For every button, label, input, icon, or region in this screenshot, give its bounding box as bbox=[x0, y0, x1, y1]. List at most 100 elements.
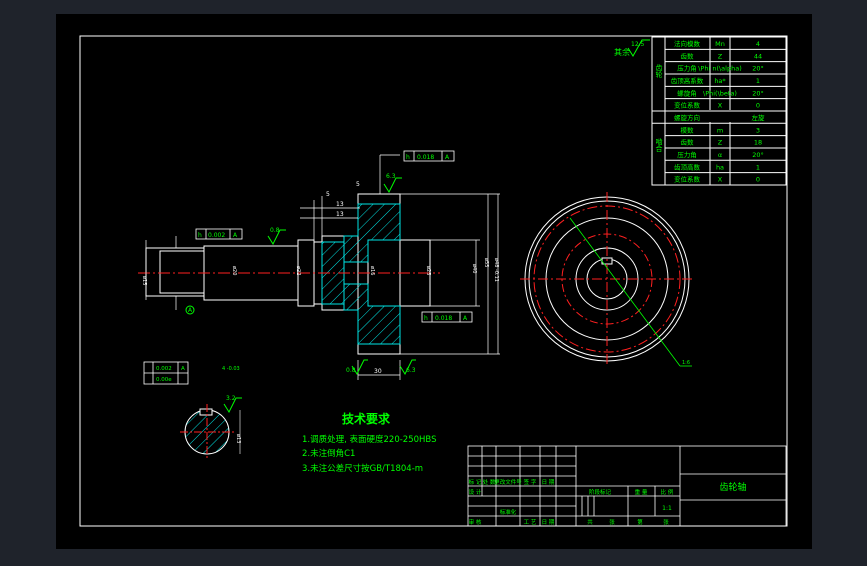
dimension-lines bbox=[145, 154, 500, 380]
part-name: 齿轮轴 bbox=[719, 481, 746, 493]
tol-mid-ref: A bbox=[463, 315, 468, 322]
title-block-label: 日 期 bbox=[542, 519, 555, 526]
surface-mark-symbol bbox=[627, 39, 650, 57]
param-row-symbol: \Phi(\beta) bbox=[703, 89, 737, 97]
tech-item-1: 1.调质处理, 表面硬度220-250HBS bbox=[302, 434, 437, 445]
wheel-label: 1:6 bbox=[682, 360, 690, 366]
dim-d20: ø20 bbox=[231, 266, 237, 275]
param-row-name: 法向模数 bbox=[674, 39, 701, 48]
param-group-gear: 齿轮 bbox=[655, 64, 663, 79]
dim-d15: ø15 bbox=[141, 276, 147, 285]
title-block-label: 张 bbox=[609, 518, 615, 526]
tolerance-frame-left bbox=[195, 228, 243, 240]
param-row-name: 齿顶高系数 bbox=[671, 76, 704, 85]
roughness-symbols bbox=[223, 177, 416, 414]
rough-bot-right: 6.3 bbox=[406, 367, 416, 374]
dim-d25: ø25 bbox=[425, 266, 431, 275]
gear-front-view bbox=[520, 192, 694, 367]
surface-mark-value: 12.5 bbox=[631, 41, 645, 48]
section-rough: 3.2 bbox=[226, 395, 236, 402]
dim-dout: ø55 bbox=[483, 258, 489, 267]
param-row-value: 0 bbox=[756, 102, 760, 110]
title-block-label: 处 数 bbox=[483, 478, 496, 486]
param-row-symbol: X bbox=[718, 176, 723, 184]
param-row-name: 螺旋方向 bbox=[674, 113, 700, 122]
param-row-value: 20° bbox=[752, 65, 764, 73]
section-dim: ø13 bbox=[235, 434, 241, 443]
dim-5b: 5 bbox=[326, 191, 330, 198]
tolerance-frame-top bbox=[403, 150, 455, 162]
param-row-name: 齿数 bbox=[681, 51, 695, 60]
tolerance-frame-mid bbox=[421, 311, 473, 323]
rough-left: 0.8 bbox=[270, 227, 280, 234]
title-block-label: 张 bbox=[663, 518, 669, 526]
title-block bbox=[467, 445, 787, 527]
param-row-name: 变位系数 bbox=[674, 101, 701, 110]
section-tol-bot: 0.00e bbox=[156, 377, 172, 383]
param-row-symbol: X bbox=[718, 102, 723, 110]
tech-item-3: 3.未注公差尺寸按GB/T1804-m bbox=[302, 463, 423, 474]
title-block-label: 设 计 bbox=[469, 488, 482, 496]
param-row-value: 1 bbox=[756, 163, 760, 171]
title-block-labels: 标 记处 数更改文件号签 字日 期设 计标准化审 核工 艺日 期阶段标记重 量比… bbox=[469, 478, 674, 526]
tech-item-2: 2.未注倒角C1 bbox=[302, 448, 355, 459]
dim-d16: ø16 bbox=[369, 266, 375, 275]
param-group-mesh: 啮合 bbox=[655, 137, 663, 153]
dim-d22: ø22 bbox=[295, 266, 301, 275]
tol-top-sym: h bbox=[406, 154, 410, 161]
param-row-value: 18 bbox=[754, 139, 762, 147]
tol-mid-val: 0.018 bbox=[435, 315, 452, 322]
tol-left-ref: A bbox=[233, 232, 238, 239]
param-row-value: 20° bbox=[752, 89, 764, 97]
title-block-label: 阶段标记 bbox=[589, 488, 612, 496]
title-block-label: 共 bbox=[587, 518, 593, 526]
sheet-border bbox=[79, 35, 788, 527]
dim-13: 13 bbox=[336, 201, 344, 208]
surface-mark-label: 其余 bbox=[614, 47, 630, 57]
param-row-name: 齿数 bbox=[681, 138, 695, 147]
title-block-label: 签 字 bbox=[524, 478, 537, 486]
tol-left-sym: h bbox=[198, 232, 202, 239]
param-row-value: 0 bbox=[756, 176, 760, 184]
title-block-label: 标准化 bbox=[500, 508, 517, 516]
title-block-label: 审 核 bbox=[469, 518, 482, 526]
param-row-value: 左旋 bbox=[752, 113, 766, 122]
title-block-label: 第 bbox=[637, 518, 643, 526]
datum-a: A bbox=[188, 307, 193, 314]
scale-value: 1:1 bbox=[662, 505, 672, 512]
param-row-symbol: Mn bbox=[715, 40, 725, 48]
rough-bot-left: 0.8 bbox=[346, 367, 356, 374]
section-tol-top: 0.002 bbox=[156, 366, 172, 372]
param-row-value: 20° bbox=[752, 151, 764, 159]
datum-marker bbox=[185, 305, 195, 315]
param-row-symbol: \Phi n(\alpha) bbox=[698, 65, 742, 73]
section-small: 4 -0.03 bbox=[222, 366, 240, 372]
dim-30: 30 bbox=[374, 368, 382, 375]
title-block-label: 重 量 bbox=[635, 488, 648, 496]
rough-top: 6.3 bbox=[386, 173, 396, 180]
param-row-name: 变位系数 bbox=[674, 175, 701, 184]
param-row-name: 模数 bbox=[681, 125, 695, 134]
param-row-symbol: ha bbox=[716, 163, 724, 171]
param-row-name: 压力角 bbox=[677, 64, 697, 73]
param-row-symbol: Z bbox=[718, 139, 723, 147]
dim-5: 5 bbox=[356, 181, 360, 188]
param-row-name: 齿顶高数 bbox=[674, 162, 701, 171]
param-row-name: 螺旋角 bbox=[677, 88, 697, 97]
section-sym-a: A bbox=[181, 366, 185, 372]
tol-top-ref: A bbox=[445, 154, 450, 161]
title-block-label: 日 期 bbox=[542, 479, 555, 486]
tol-mid-sym: h bbox=[424, 315, 428, 322]
param-row-symbol: Z bbox=[718, 52, 723, 60]
title-block-label: 标 记 bbox=[469, 478, 482, 486]
dim-d40: ø40 bbox=[471, 264, 477, 273]
title-block-label: 比 例 bbox=[661, 488, 674, 496]
tech-title: 技术要求 bbox=[342, 411, 391, 426]
tol-left-val: 0.002 bbox=[208, 232, 225, 239]
title-block-label: 工 艺 bbox=[524, 519, 537, 526]
dim-dout-tol: ø48 -0.11 bbox=[493, 258, 499, 282]
param-row-value: 44 bbox=[754, 52, 762, 60]
tol-top-val: 0.018 bbox=[417, 154, 434, 161]
